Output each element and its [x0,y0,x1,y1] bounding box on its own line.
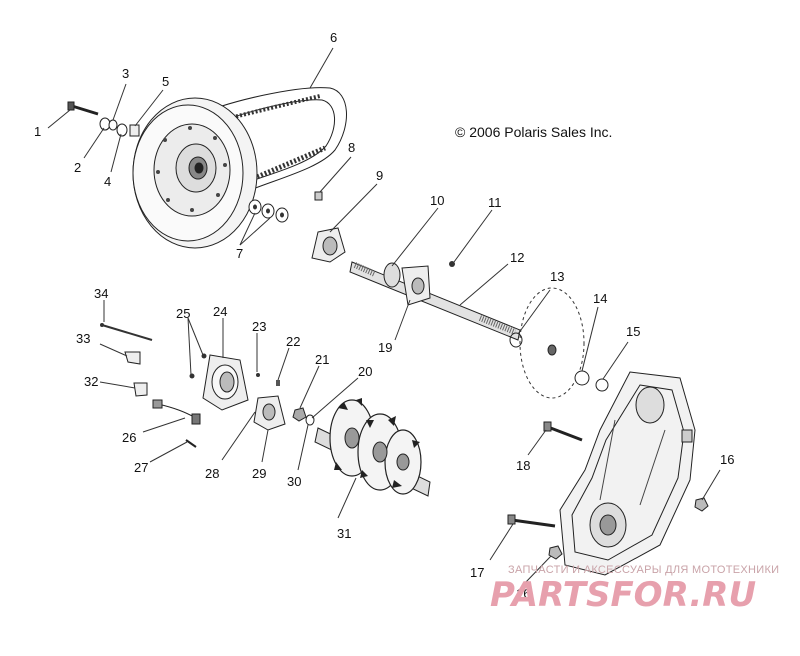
callout-29: 29 [252,466,266,481]
leader-lines [47,47,721,584]
callout-34: 34 [94,286,108,301]
retainer-plate [253,395,286,431]
callout-8: 8 [348,140,355,155]
sprocket-nut [292,407,315,426]
bearing-housing [189,353,280,411]
belt-shims [248,199,289,223]
callout-21: 21 [315,352,329,367]
drive-clutch-pulley [132,97,258,249]
callout-5: 5 [162,74,169,89]
cable-tie [100,323,153,341]
sensor-clip [124,351,141,365]
bearing-flange-plate [311,191,346,263]
callout-labels: 1 2 3 4 5 6 7 8 9 10 11 12 13 14 15 16 1… [34,30,734,601]
callout-31: 31 [337,526,351,541]
pulley-bolt [67,101,99,116]
sensor-bracket [133,382,148,397]
watermark-brand: PARTSFOR.RU [490,575,756,615]
copyright-notice: © 2006 Polaris Sales Inc. [455,124,612,140]
callout-25: 25 [176,306,190,321]
watermark: ЗАПЧАСТИ И АКСЕССУАРЫ ДЛЯ МОТОТЕХНИКИ PA… [490,564,779,615]
callout-2: 2 [74,160,81,175]
callout-13: 13 [550,269,564,284]
chaincase-cover [559,371,696,576]
callout-32: 32 [84,374,98,389]
callout-15: 15 [626,324,640,339]
callout-7: 7 [236,246,243,261]
callout-27: 27 [134,460,148,475]
callout-23: 23 [252,319,266,334]
callout-33: 33 [76,331,90,346]
callout-19: 19 [378,340,392,355]
callout-4: 4 [104,174,111,189]
brake-disc [519,287,609,399]
callout-12: 12 [510,250,524,265]
callout-26: 26 [122,430,136,445]
watermark-tagline: ЗАПЧАСТИ И АКСЕССУАРЫ ДЛЯ МОТОТЕХНИКИ [508,564,779,576]
callout-18: 18 [516,458,530,473]
callout-14: 14 [593,291,607,306]
callout-16b: 16 [516,586,530,601]
callout-10: 10 [430,193,444,208]
drive-sprocket-shaft [314,398,431,497]
callout-17: 17 [470,565,484,580]
pulley-washers [99,117,140,137]
callout-11: 11 [488,195,502,210]
callout-20: 20 [358,364,372,379]
callout-3: 3 [122,66,129,81]
callout-24: 24 [213,304,227,319]
cover-bolts [507,421,709,560]
callout-22: 22 [286,334,300,349]
speed-sensor-harness [152,399,201,448]
drive-belt [189,87,347,193]
callout-16: 16 [720,452,734,467]
callout-28: 28 [205,466,219,481]
callout-6: 6 [330,30,337,45]
jackshaft [349,261,523,348]
callout-9: 9 [376,168,383,183]
callout-1: 1 [34,124,41,139]
callout-30: 30 [287,474,301,489]
